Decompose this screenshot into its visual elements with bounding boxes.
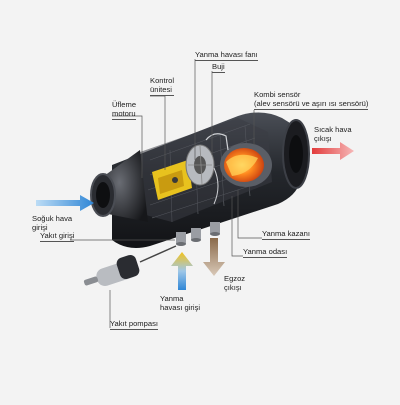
label-exhaust-out: Egzoz çıkışı <box>224 274 246 292</box>
label-combustion-fan: Yanma havası fanı <box>195 50 258 61</box>
label-combustion-air-in: Yanma havası girişi <box>160 294 201 312</box>
fan-internals <box>185 133 229 205</box>
label-fuel-pump: Yakıt pompası <box>110 319 158 330</box>
label-cold-air-in: Soğuk hava girişi <box>32 214 73 232</box>
control-unit-board <box>152 160 192 200</box>
label-hot-air-out: Sıcak hava çıkışı <box>314 125 352 143</box>
exhaust-arrow <box>203 238 225 276</box>
blower-inlet-cone <box>90 150 148 222</box>
combustion-air-arrow <box>171 252 193 290</box>
label-combustion-chamber: Yanma odası <box>243 247 288 258</box>
label-heat-exchanger: Yanma kazanı <box>262 229 310 240</box>
leader-lines <box>70 59 262 328</box>
label-combi-sensor: Kombi sensör (alev sensörü ve aşırı ısı … <box>254 90 369 110</box>
label-fuel-inlet: Yakıt girişi <box>40 231 75 242</box>
combustion-chamber-flame <box>220 143 272 187</box>
label-control-unit: Kontrol ünitesi <box>150 76 175 96</box>
cold-air-arrow <box>36 195 94 211</box>
fuel-pump <box>83 245 177 286</box>
label-glow-plug: Buji <box>212 62 225 73</box>
bottom-connectors <box>176 222 220 246</box>
hot-air-arrow <box>312 142 354 160</box>
label-blower-motor: Üfleme motoru <box>112 100 137 120</box>
